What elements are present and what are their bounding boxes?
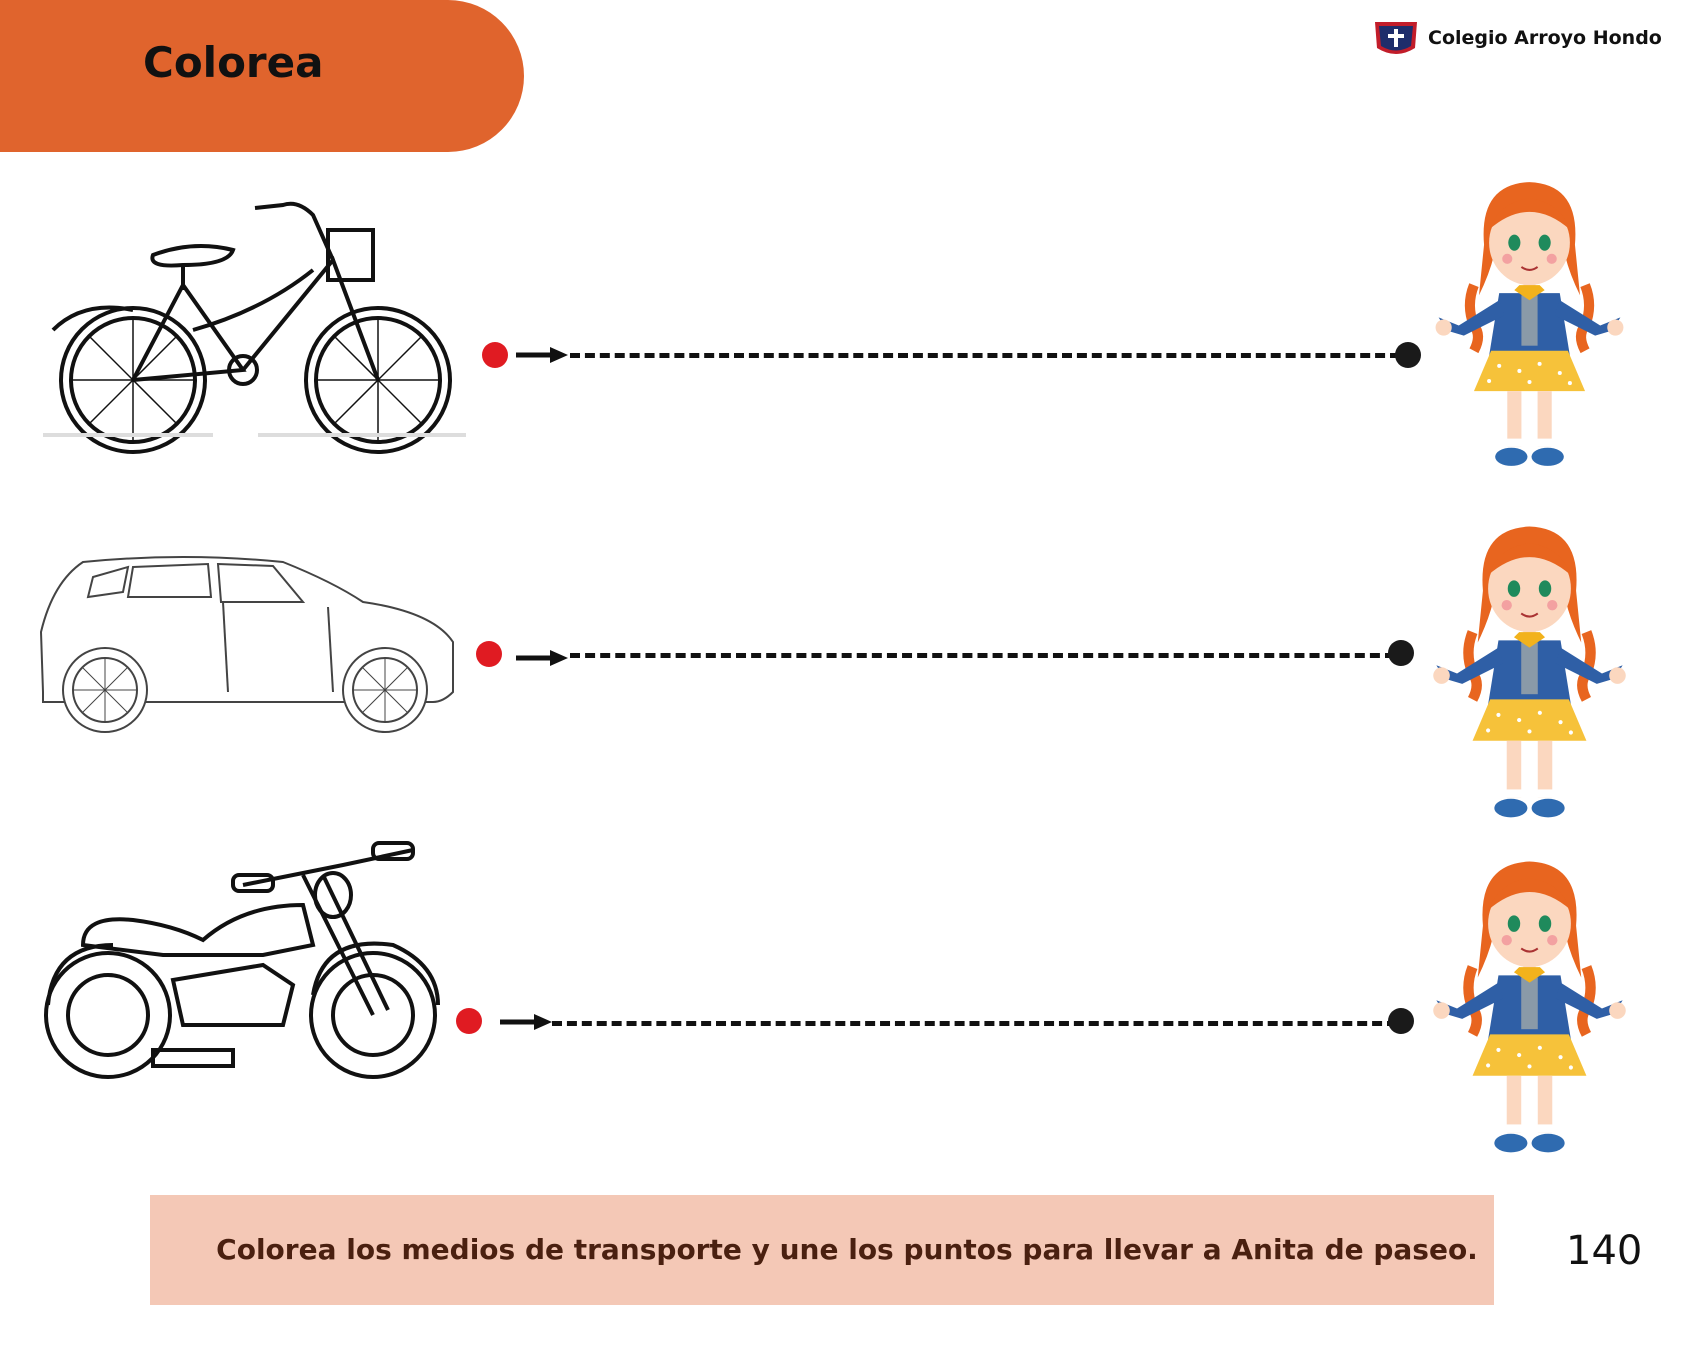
girl-anita-illustration: [1426, 851, 1633, 1166]
bicycle-illustration: [43, 201, 466, 454]
start-dot[interactable]: [482, 342, 508, 368]
start-dot[interactable]: [456, 1008, 482, 1034]
dashed-path: [570, 353, 1400, 358]
arrow-right-icon: [516, 650, 568, 666]
start-dot[interactable]: [476, 641, 502, 667]
girl-anita-illustration: [1426, 517, 1633, 830]
arrow-right-icon: [516, 347, 568, 363]
end-dot[interactable]: [1395, 342, 1421, 368]
instruction-box: Colorea los medios de transporte y une l…: [150, 1195, 1494, 1305]
car-illustration: [39, 556, 454, 733]
page-title: Colorea: [143, 38, 324, 87]
page-number: 140: [1566, 1228, 1643, 1274]
school-crest-icon: [1375, 22, 1417, 54]
motorcycle-illustration: [44, 841, 440, 1079]
dashed-path: [552, 1021, 1397, 1026]
dashed-path: [570, 653, 1395, 658]
end-dot[interactable]: [1388, 640, 1414, 666]
girl-anita-illustration: [1426, 174, 1633, 477]
arrow-right-icon: [500, 1014, 552, 1030]
school-name: Colegio Arroyo Hondo: [1428, 27, 1662, 49]
instruction-text: Colorea los medios de transporte y une l…: [216, 1233, 1478, 1266]
end-dot[interactable]: [1388, 1008, 1414, 1034]
title-banner: Colorea: [0, 0, 524, 152]
